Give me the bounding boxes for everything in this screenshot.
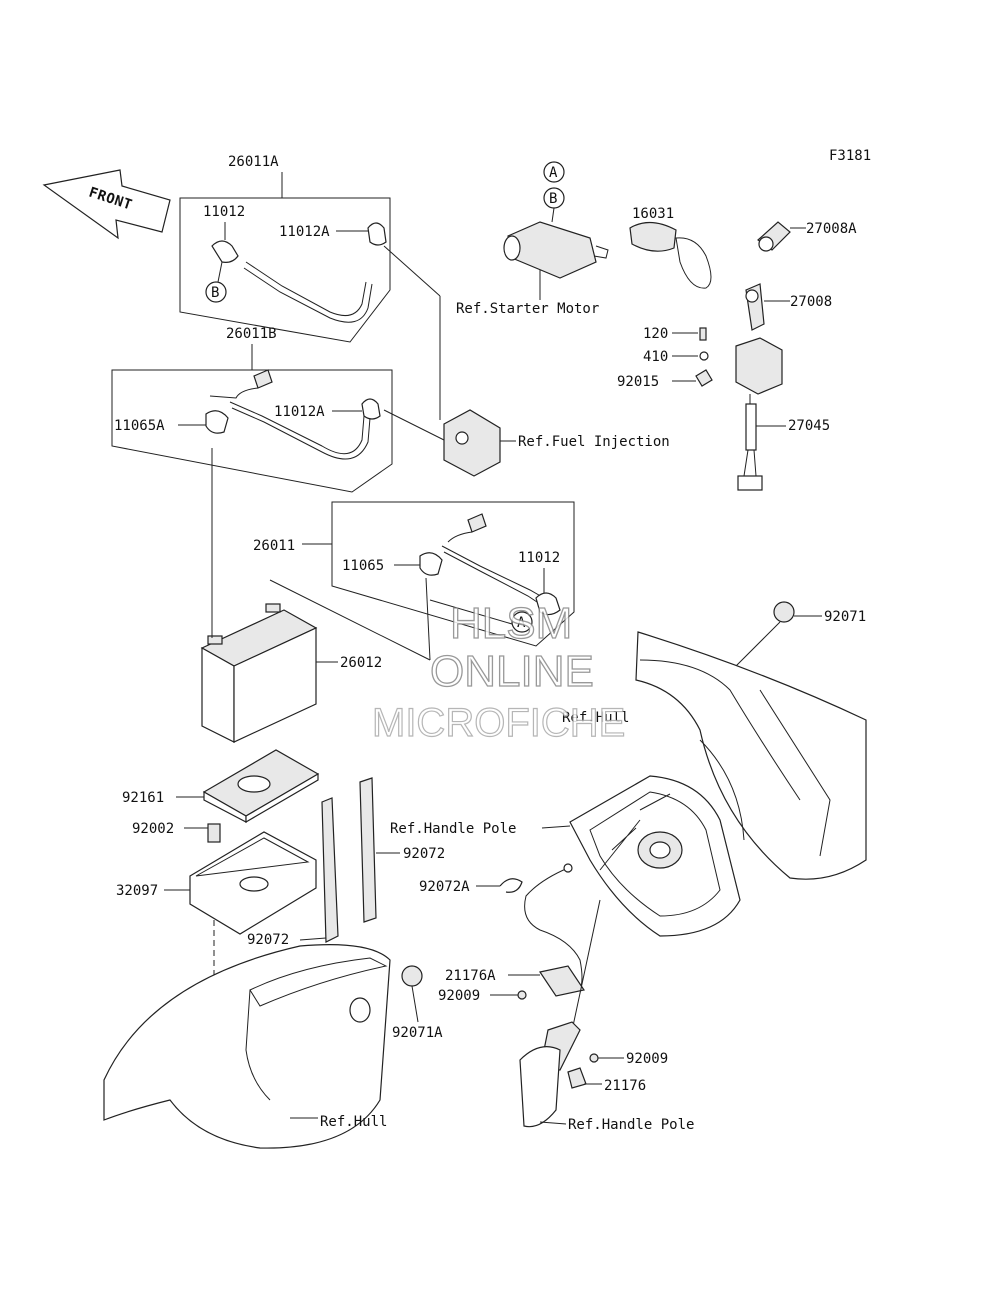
strap-92072-left-icon [321,797,339,943]
part-label-27008: 27008 [790,294,832,310]
part-label-92015: 92015 [617,374,659,390]
watermark-line3: MICROFICHE [372,701,625,745]
part-label-92161: 92161 [122,790,164,806]
part-label-410: 410 [643,349,668,365]
callout-circle-a-low [511,611,533,633]
part-label-120: 120 [643,326,668,342]
part-label-26012: 26012 [340,655,382,671]
callout-letter-a-starter: A [549,165,558,181]
terminal-cap-11012-low-icon [535,592,561,616]
part-label-11012-low: 11012 [518,550,560,566]
part-label-11012A-mid: 11012A [274,404,325,420]
ref-handle-pole-upper: Ref.Handle Pole [390,821,516,837]
part-label-92072-right: 92072 [403,846,445,862]
nut-92015-icon [695,369,713,387]
terminal-cap-11012A-top-icon [367,222,387,246]
ref-starter-motor: Ref.Starter Motor [456,301,599,317]
part-label-27008A: 27008A [806,221,857,237]
screw-120-icon [699,327,707,341]
part-label-92009-left: 92009 [438,988,480,1004]
watermark-line1: HLSM [450,599,572,648]
battery-26012-icon [233,627,317,743]
hull-upper-section-icon [635,631,867,880]
grommet-92071A-icon [401,965,423,987]
part-label-92072-bottom: 92072 [247,932,289,948]
screw-92009-right-icon [589,1053,599,1063]
battery-case-group: 92161 92002 32097 [116,749,320,1040]
terminal-cap-11012A-mid-icon [361,398,381,420]
figure-code: F3181 [829,148,871,164]
battery-26012-group: 26012 [200,448,431,743]
keys-group: 27008A 27008 [745,221,857,331]
connector-26011-icon [467,513,487,533]
part-label-92071: 92071 [824,609,866,625]
starter-motor-icon [507,221,597,279]
ref-handle-pole-lower: Ref.Handle Pole [568,1117,694,1133]
ignition-switch-group: 120 410 92015 27045 [617,326,830,491]
part-label-27045: 27045 [788,418,830,434]
part-label-26011: 26011 [253,538,295,554]
part-label-21176: 21176 [604,1078,646,1094]
terminal-boot-11065-icon [419,552,443,576]
clamp-21176-icon [567,1067,587,1089]
handle-pole-bracket-icon [519,1046,561,1128]
ref-fuel-injection: Ref.Fuel Injection [518,434,670,450]
part-label-11012A-top: 11012A [279,224,330,240]
battery-cable-26011A-icon [243,267,373,323]
callout-circle-a-starter [543,161,565,183]
hull-lower-section-icon [103,944,391,1149]
ref-hull-upper: Ref.Hull [562,710,629,726]
part-label-92071A: 92071A [392,1025,443,1041]
part-label-11065: 11065 [342,558,384,574]
callout-letter-a-low: A [517,615,526,631]
terminal-boot-11065A-icon [205,410,229,434]
part-label-11065A: 11065A [114,418,165,434]
watermark-line2: ONLINE [430,647,594,696]
part-label-92009-right: 92009 [626,1051,668,1067]
grommet-92071-icon [773,601,795,623]
harness-26011-group: 26011 11065 11012 A [253,501,575,661]
starter-motor-group: A B Ref.Starter Motor [456,161,609,317]
callout-letter-b-starter: B [549,191,557,207]
fuel-injection-group: Ref.Fuel Injection [383,245,670,477]
clip-92072A-icon [499,878,523,893]
bolt-92002-icon [207,823,221,843]
part-label-92072A: 92072A [419,879,470,895]
connector-26011B-icon [253,369,273,389]
harness-26011A-group: 26011A 11012 B 11012A [179,154,391,343]
ref-hull-lower: Ref.Hull [320,1114,387,1130]
part-label-26011B: 26011B [226,326,277,342]
washer-410-icon [699,351,709,361]
upper-hull-group: 92071 Ref.Hull [562,601,867,880]
lanyard-key-icon [629,221,677,252]
clamp-21176A-icon [539,965,585,997]
part-label-92002: 92002 [132,821,174,837]
ground-cable-icon [524,867,583,991]
screw-92009-left-icon [517,990,527,1000]
handle-pole-upper-group: Ref.Handle Pole [390,775,741,937]
terminal-cap-11012-icon [211,240,239,263]
strap-92072-right-icon [359,777,377,923]
callout-letter-b-top: B [211,285,219,301]
callout-circle-b-top [205,281,227,303]
watermark: HLSM ONLINE MICROFICHE [371,598,626,745]
switch-box-27045-icon [735,337,783,395]
part-label-32097: 32097 [116,883,158,899]
harness-26011B-group: 26011B 11065A 11012A [111,326,393,493]
fuel-injection-block-icon [443,409,501,477]
handle-pole-lower-group: 92009 21176 Ref.Handle Pole [519,1021,694,1133]
lanyard-16031-group: 16031 [629,206,712,289]
part-label-11012-top: 11012 [203,204,245,220]
part-label-21176A: 21176A [445,968,496,984]
part-label-16031: 16031 [632,206,674,222]
lower-hull-group: 92071A Ref.Hull [103,944,443,1149]
straps-group: 92072 92072 [247,777,445,948]
front-arrow-icon: FRONT [42,169,171,240]
cable-clamp-group: 92072A 21176A 92009 [419,863,601,1041]
part-label-26011A: 26011A [228,154,279,170]
